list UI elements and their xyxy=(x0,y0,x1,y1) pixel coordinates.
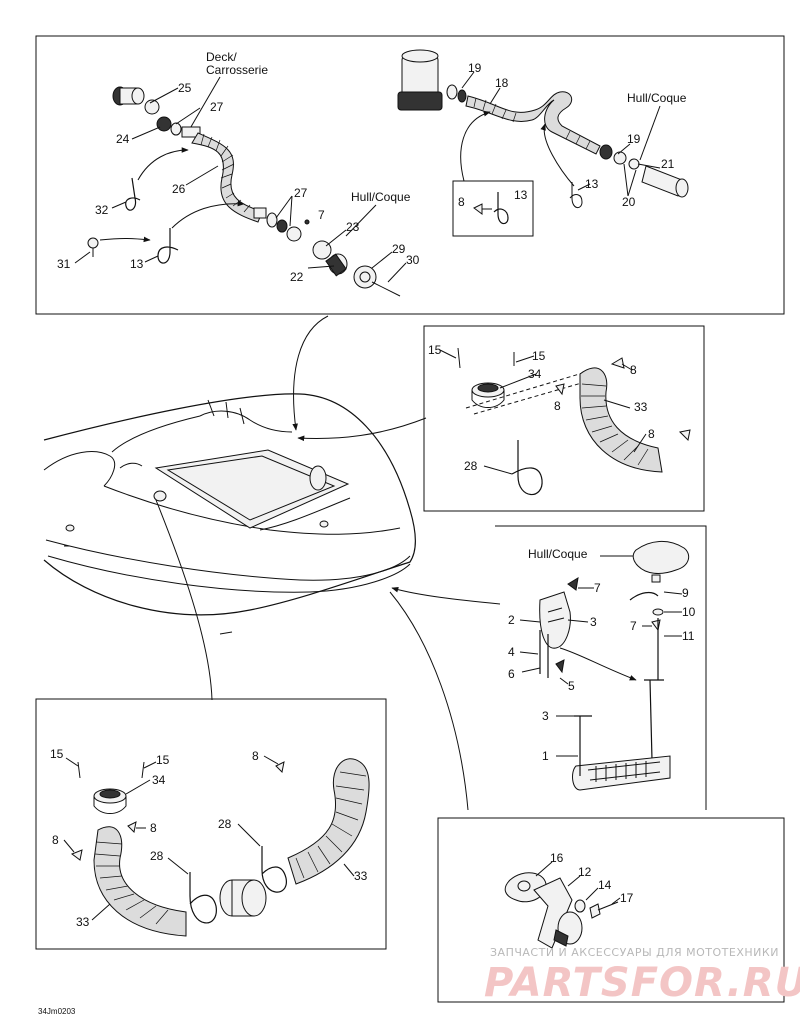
callouts-panel-1: 25 27 24 26 32 31 13 27 7 23 22 29 30 xyxy=(57,81,420,284)
callout-12: 12 xyxy=(578,865,592,879)
callouts-panel-3: 15 15 34 8 8 33 8 28 xyxy=(428,343,655,475)
panel-outlet xyxy=(437,817,785,1003)
callout-3-bracket: 3 xyxy=(590,615,597,629)
zone-label-deck-fr: Carrosserie xyxy=(206,63,268,77)
callout-27-top: 27 xyxy=(210,100,224,114)
callout-26: 26 xyxy=(172,182,186,196)
callout-32: 32 xyxy=(95,203,109,217)
hose-26-ribs xyxy=(200,133,251,213)
callout-18: 18 xyxy=(495,76,509,90)
zone-label-hull-top: Hull/Coque xyxy=(351,190,411,204)
vent-grille-34 xyxy=(471,382,505,408)
inset-screw-8 xyxy=(473,203,492,215)
callout-8-vent-right: 8 xyxy=(648,427,655,441)
callout-8-vent-left: 8 xyxy=(554,399,561,413)
callout-22: 22 xyxy=(290,270,304,284)
outlet-assembly xyxy=(504,872,619,949)
panel-bracket-mount xyxy=(495,525,707,810)
watermark-logo: ЗАПЧАСТИ И АКСЕССУАРЫ ДЛЯ МОТОТЕХНИКИ PA… xyxy=(484,946,800,1006)
callout-4: 4 xyxy=(508,645,515,659)
callouts-panel-6: 16 12 14 17 xyxy=(535,851,634,905)
callout-14: 14 xyxy=(598,878,612,892)
panel-vent-hose xyxy=(35,698,387,950)
callout-34-lower: 34 xyxy=(152,773,166,787)
callout-13-hose: 13 xyxy=(585,177,599,191)
callout-19-right: 19 xyxy=(627,132,641,146)
panel-intake-vent xyxy=(423,325,705,512)
hose-33-ribs-right xyxy=(295,771,367,879)
callout-8-lower-right: 8 xyxy=(252,749,259,763)
callout-8-lower-mid: 8 xyxy=(150,821,157,835)
zone-label-deck: Deck/ xyxy=(206,50,237,64)
callout-9: 9 xyxy=(682,586,689,600)
callout-30: 30 xyxy=(406,253,420,267)
callout-3-rail: 3 xyxy=(542,709,549,723)
callout-6: 6 xyxy=(508,667,515,681)
callout-7: 7 xyxy=(318,208,325,222)
callout-24: 24 xyxy=(116,132,130,146)
callout-2: 2 xyxy=(508,613,515,627)
hull-fitting xyxy=(312,240,401,297)
callout-13-inset: 13 xyxy=(514,188,528,202)
bilge-pump xyxy=(397,49,467,111)
callout-7-mount: 7 xyxy=(630,619,637,633)
callout-8-inset: 8 xyxy=(458,195,465,209)
panel-deck-drain xyxy=(35,35,785,315)
callout-25: 25 xyxy=(178,81,192,95)
drawing-code: 34Jm0203 xyxy=(38,1007,76,1016)
callout-17: 17 xyxy=(620,891,634,905)
hose-33-ribs-vent xyxy=(581,383,649,466)
bracket-2-3 xyxy=(539,577,579,649)
watermark-tagline: ЗАПЧАСТИ И АКСЕССУАРЫ ДЛЯ МОТОТЕХНИКИ xyxy=(490,946,779,959)
callout-27: 27 xyxy=(294,186,308,200)
deck-fitting xyxy=(112,86,201,138)
callout-15-vent-left: 15 xyxy=(428,343,442,357)
zone-label-hull-bracket: Hull/Coque xyxy=(528,547,588,561)
callouts-panel-2: 19 18 19 21 20 13 8 13 xyxy=(458,61,675,209)
callout-23: 23 xyxy=(346,220,360,234)
rail-1 xyxy=(572,679,671,791)
callout-33-lower-left: 33 xyxy=(76,915,90,929)
connector-coupling xyxy=(219,879,267,917)
callout-16: 16 xyxy=(550,851,564,865)
hose-18-ribs xyxy=(473,97,591,150)
callout-8-vent-top: 8 xyxy=(630,363,637,377)
callout-7-bracket: 7 xyxy=(594,581,601,595)
callouts-panel-5: 15 15 34 8 8 8 28 28 33 33 xyxy=(50,747,368,929)
screw-31 xyxy=(87,237,99,257)
callout-15-lower-left: 15 xyxy=(50,747,64,761)
watercraft-hull-overview xyxy=(43,393,416,635)
callout-11: 11 xyxy=(682,629,695,643)
callout-5: 5 xyxy=(568,679,575,693)
callouts-panel-4: 7 2 3 4 6 5 9 10 7 11 3 1 xyxy=(508,581,696,763)
inset-box-8-13 xyxy=(452,180,534,237)
callout-15-vent-right: 15 xyxy=(532,349,546,363)
zone-label-hull-pump: Hull/Coque xyxy=(627,91,687,105)
callout-13: 13 xyxy=(130,257,144,271)
callout-15-lower-right: 15 xyxy=(156,753,170,767)
callout-34-vent: 34 xyxy=(528,367,542,381)
callout-28-lower-right: 28 xyxy=(218,817,232,831)
watermark-brand: PARTSFOR.RU xyxy=(484,960,800,1006)
callout-29: 29 xyxy=(392,242,406,256)
hose-33-ribs-left xyxy=(94,841,169,925)
callout-10: 10 xyxy=(682,605,696,619)
callout-28-vent: 28 xyxy=(464,459,478,473)
callout-1: 1 xyxy=(542,749,549,763)
callout-28-lower-left: 28 xyxy=(150,849,164,863)
callout-20: 20 xyxy=(622,195,636,209)
clamp-32 xyxy=(125,177,141,211)
callout-33-vent: 33 xyxy=(634,400,648,414)
callout-31: 31 xyxy=(57,257,71,271)
callout-33-lower-right: 33 xyxy=(354,869,368,883)
callout-19-left: 19 xyxy=(468,61,482,75)
callout-21: 21 xyxy=(661,157,675,171)
vent-grille-34-lower xyxy=(93,788,127,814)
clamp-13 xyxy=(157,228,179,264)
callout-8-lower-left: 8 xyxy=(52,833,59,847)
